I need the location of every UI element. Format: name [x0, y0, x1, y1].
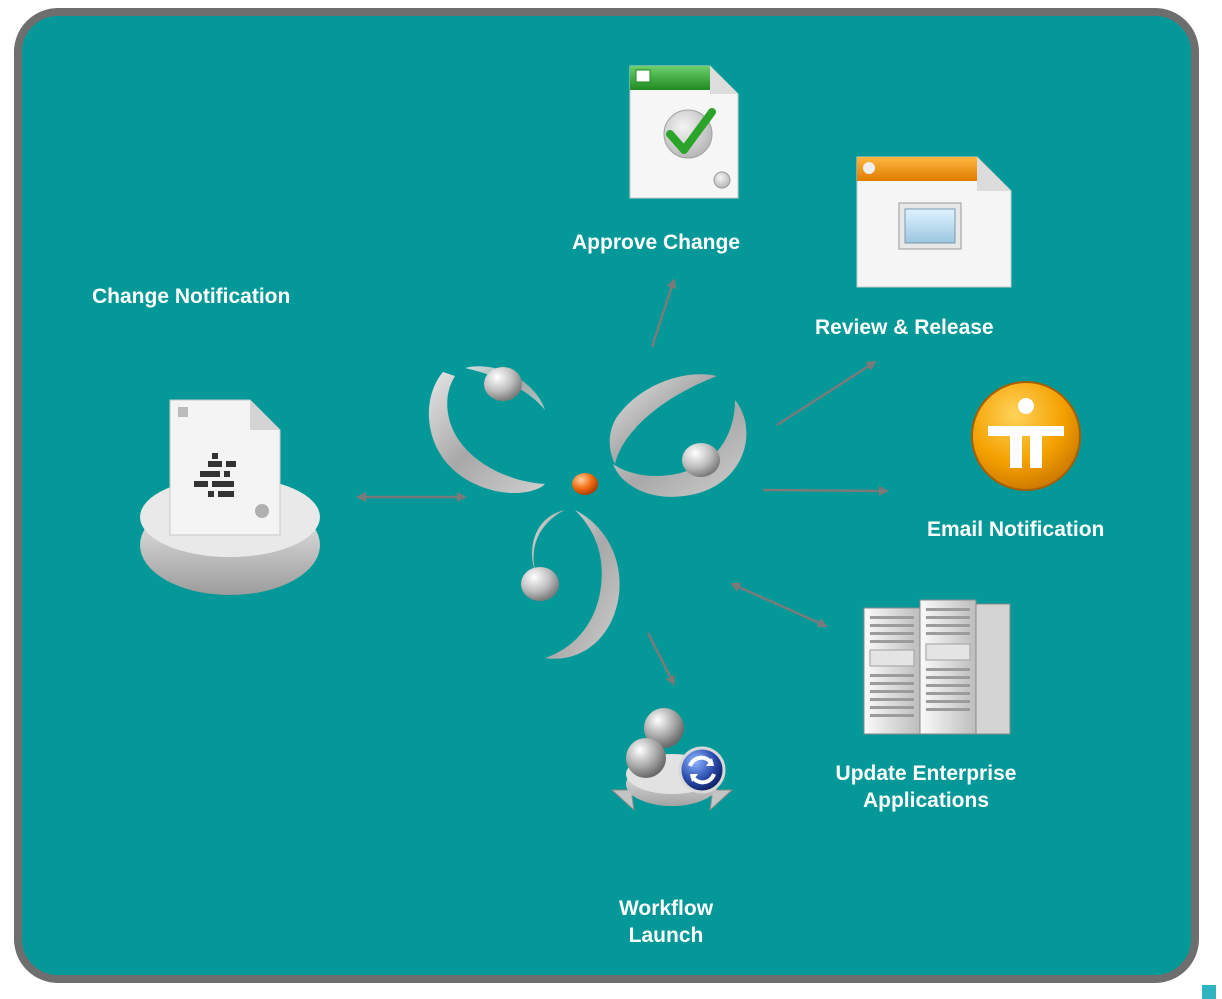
- label-update-enterprise: Update Enterprise Applications: [808, 760, 1044, 814]
- label-workflow-launch: Workflow Launch: [598, 895, 734, 949]
- arrow-workflow-launch: [646, 632, 676, 686]
- label-workflow-launch-line2: Launch: [628, 924, 704, 947]
- workflow-hub-logo-icon: [428, 366, 747, 659]
- change-document-icon: [140, 399, 320, 595]
- email-notification-icon: [971, 381, 1081, 491]
- label-workflow-launch-line1: Workflow: [618, 897, 714, 920]
- server-rack-icon: [863, 599, 1011, 735]
- label-change-notification: Change Notification: [92, 285, 291, 308]
- label-approve-change: Approve Change: [572, 231, 741, 254]
- workflow-launch-icon: [610, 708, 734, 812]
- arrow-update-enterprise: [730, 582, 828, 628]
- arrow-email-notification: [762, 485, 889, 496]
- arrow-review-release: [776, 360, 877, 427]
- review-window-icon: [856, 156, 1012, 288]
- label-review-release: Review & Release: [815, 316, 994, 339]
- corner-accent: [1202, 985, 1216, 999]
- approve-document-icon: [629, 65, 739, 199]
- label-update-enterprise-line2: Applications: [862, 789, 989, 812]
- label-update-enterprise-line1: Update Enterprise: [835, 762, 1017, 785]
- arrow-approve-change: [650, 278, 677, 348]
- label-email-notification: Email Notification: [927, 518, 1105, 541]
